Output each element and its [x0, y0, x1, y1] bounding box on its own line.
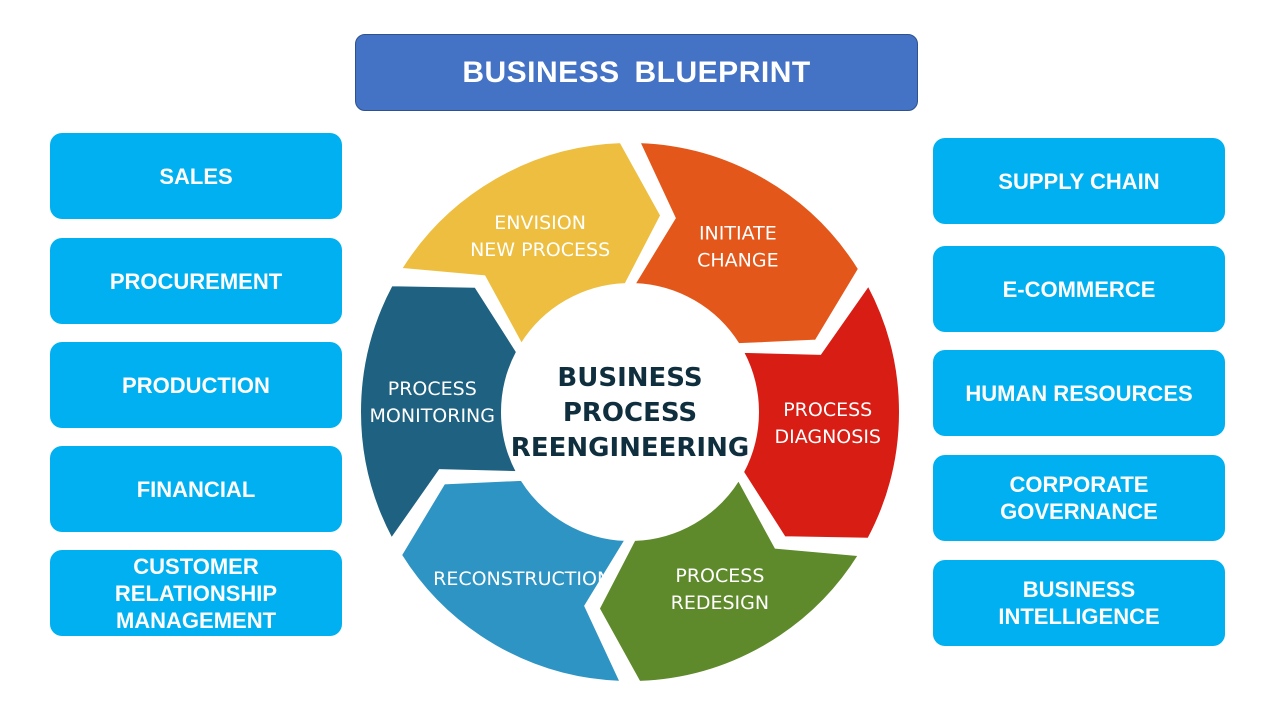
module-label: HUMAN RESOURCES [965, 380, 1193, 406]
module-label: E-COMMERCE [1002, 276, 1156, 302]
module-label: CUSTOMER RELATIONSHIP MANAGEMENT [114, 553, 278, 633]
cycle-step-reconstruction [399, 478, 628, 683]
module-procurement[interactable]: PROCUREMENT [50, 238, 342, 324]
cycle-step-process-diagnosis [741, 283, 901, 540]
module-financial[interactable]: FINANCIAL [50, 446, 342, 532]
cycle-step-envision-new-process [399, 141, 663, 347]
module-human-resources[interactable]: HUMAN RESOURCES [933, 350, 1225, 436]
module-supply-chain[interactable]: SUPPLY CHAIN [933, 138, 1225, 224]
module-production[interactable]: PRODUCTION [50, 342, 342, 428]
cycle-step-label: RECONSTRUCTION [433, 568, 611, 590]
title-banner: BUSINESS BLUEPRINT [355, 34, 918, 111]
module-sales[interactable]: SALES [50, 133, 342, 219]
cycle-center [506, 288, 754, 536]
module-label: PRODUCTION [122, 372, 270, 398]
module-crm[interactable]: CUSTOMER RELATIONSHIP MANAGEMENT [50, 550, 342, 636]
cycle-step-process-redesign [597, 477, 861, 683]
cycle-step-initiate-change [632, 141, 861, 346]
module-e-commerce[interactable]: E-COMMERCE [933, 246, 1225, 332]
module-label: SALES [159, 163, 233, 189]
cycle-step-process-monitoring [359, 284, 519, 541]
module-label: FINANCIAL [136, 476, 256, 502]
module-label: CORPORATE GOVERNANCE [1000, 472, 1158, 524]
module-business-intelligence[interactable]: BUSINESS INTELLIGENCE [933, 560, 1225, 646]
module-label: BUSINESS INTELLIGENCE [998, 577, 1160, 629]
page-title: BUSINESS BLUEPRINT [462, 55, 811, 89]
module-corporate-governance[interactable]: CORPORATE GOVERNANCE [933, 455, 1225, 541]
module-label: PROCUREMENT [109, 268, 283, 294]
module-label: SUPPLY CHAIN [998, 168, 1160, 194]
